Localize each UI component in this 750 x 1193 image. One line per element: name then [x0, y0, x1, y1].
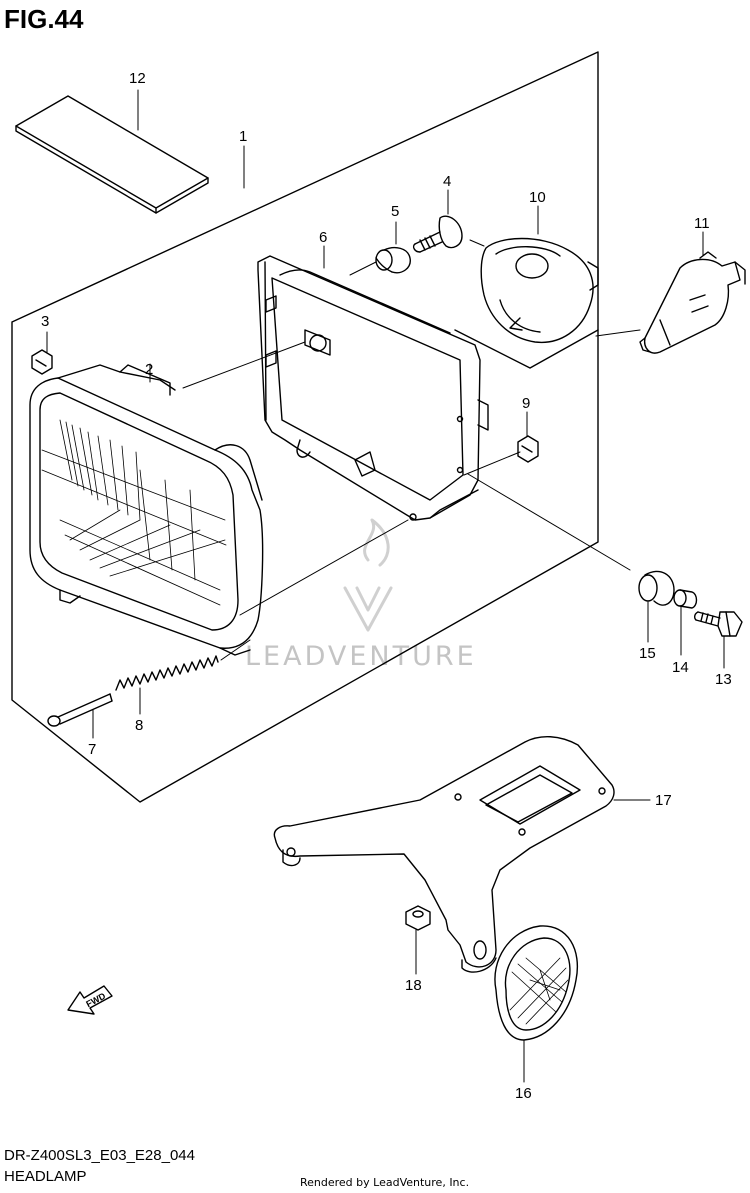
- fwd-arrow-icon: FWD: [67, 985, 113, 1015]
- assembly-outline: [11, 51, 599, 803]
- figure-title: FIG.44: [4, 4, 84, 34]
- callout-8: 8: [135, 717, 143, 734]
- watermark: LEADVENTURE: [245, 518, 477, 672]
- render-credit: Rendered by LeadVenture, Inc.: [300, 1176, 470, 1189]
- part-7-screw: [47, 693, 113, 727]
- callout-4: 4: [443, 173, 451, 190]
- callout-17: 17: [655, 792, 672, 809]
- part-3-nut: [31, 349, 53, 375]
- part-6-housing-frame: [257, 255, 489, 521]
- part-5-grommet: [375, 246, 411, 274]
- part-14-collar: [673, 589, 698, 609]
- part-15-grommet: [638, 570, 675, 606]
- callout-14: 14: [672, 659, 689, 676]
- watermark-flame-icon: [343, 518, 393, 632]
- callout-2: 2: [145, 361, 153, 378]
- callout-1: 1: [239, 128, 247, 145]
- part-17-stay-bracket: [273, 736, 615, 973]
- watermark-text: LEADVENTURE: [245, 641, 477, 672]
- callout-15: 15: [639, 645, 656, 662]
- callout-numbers: 12 1 3 2 4 5 6 10 11 9 15 14 13 7 8 17 1…: [41, 70, 732, 1102]
- part-18-nut: [405, 905, 431, 931]
- part-10-socket-cover: [480, 237, 599, 344]
- callout-7: 7: [88, 741, 96, 758]
- callout-10: 10: [529, 189, 546, 206]
- callout-16: 16: [515, 1085, 532, 1102]
- fwd-label: FWD: [84, 991, 107, 1010]
- part-11-bulb: [639, 251, 746, 354]
- part-13-bolt: [693, 611, 743, 637]
- callout-9: 9: [522, 395, 530, 412]
- section-name: HEADLAMP: [4, 1168, 87, 1185]
- part-9-nut: [517, 435, 539, 463]
- part-4-screw: [412, 215, 463, 253]
- model-code: DR-Z400SL3_E03_E28_044: [4, 1147, 195, 1164]
- callout-18: 18: [405, 977, 422, 994]
- part-12-label-sheet: [15, 95, 209, 214]
- callout-12: 12: [129, 70, 146, 87]
- part-2-headlamp-unit: [29, 364, 264, 656]
- part-8-spring: [115, 655, 219, 691]
- part-16-reflector: [494, 925, 578, 1041]
- callout-6: 6: [319, 229, 327, 246]
- callout-3: 3: [41, 313, 49, 330]
- callout-11: 11: [694, 215, 710, 232]
- callout-13: 13: [715, 671, 732, 688]
- callout-5: 5: [391, 203, 399, 220]
- leader-lines: [46, 89, 725, 1083]
